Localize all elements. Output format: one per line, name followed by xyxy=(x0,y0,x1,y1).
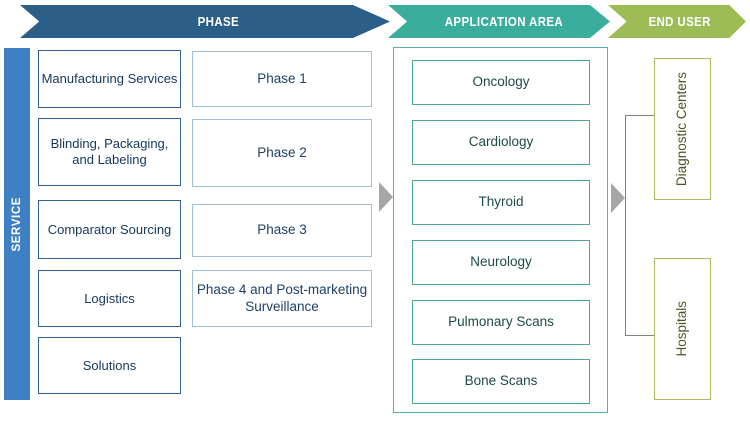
service-item-box[interactable]: Manufacturing Services xyxy=(38,50,181,108)
service-item-box[interactable]: Logistics xyxy=(38,270,181,327)
phase-item-box[interactable]: Phase 3 xyxy=(192,204,372,257)
service-sidebar: SERVICE xyxy=(4,48,30,400)
bracket-connector-spine xyxy=(625,115,627,336)
application-item-label: Cardiology xyxy=(468,134,534,150)
flow-arrow-application-to-end-user-icon xyxy=(611,183,625,213)
bracket-connector-branch-top xyxy=(625,115,655,117)
end-user-item-label: Diagnostic Centers xyxy=(674,71,690,187)
service-sidebar-label: SERVICE xyxy=(11,196,23,252)
application-item-label: Pulmonary Scans xyxy=(448,314,554,330)
phase-item-label: Phase 1 xyxy=(257,70,307,86)
end-user-item-label: Hospitals xyxy=(674,301,690,357)
application-item-label: Thyroid xyxy=(478,194,524,210)
service-item-label: Blinding, Packaging, and Labeling xyxy=(50,136,169,167)
service-item-label: Logistics xyxy=(84,290,135,306)
header-segment-application-area: APPLICATION AREA xyxy=(388,5,610,38)
service-item-label: Solutions xyxy=(82,357,137,373)
application-item-box[interactable]: Neurology xyxy=(412,240,590,285)
phase-item-box[interactable]: Phase 2 xyxy=(192,119,372,187)
end-user-item-box[interactable]: Diagnostic Centers xyxy=(654,58,711,200)
application-item-box[interactable]: Pulmonary Scans xyxy=(412,300,590,345)
phase-item-label: Phase 2 xyxy=(257,144,307,160)
service-item-label: Comparator Sourcing xyxy=(47,221,172,237)
application-item-box[interactable]: Thyroid xyxy=(412,180,590,225)
phase-item-box[interactable]: Phase 4 and Post-marketing Surveillance xyxy=(192,270,372,327)
service-item-box[interactable]: Comparator Sourcing xyxy=(38,200,181,259)
phase-item-label: Phase 3 xyxy=(257,222,307,238)
phase-item-box[interactable]: Phase 1 xyxy=(192,51,372,107)
application-item-label: Neurology xyxy=(470,254,532,270)
header-segment-end-user-label: END USER xyxy=(648,14,711,29)
header-segment-phase: PHASE xyxy=(20,5,390,38)
service-item-label: Manufacturing Services xyxy=(41,71,178,87)
application-item-box[interactable]: Oncology xyxy=(412,60,590,105)
header-segment-phase-label: PHASE xyxy=(198,14,240,29)
flow-arrow-phase-to-application-icon xyxy=(379,182,393,212)
application-item-label: Oncology xyxy=(472,74,530,90)
application-item-box[interactable]: Cardiology xyxy=(412,120,590,165)
service-item-box[interactable]: Blinding, Packaging, and Labeling xyxy=(38,118,181,186)
header-segment-application-area-label: APPLICATION AREA xyxy=(444,14,563,29)
bracket-connector-branch-bottom xyxy=(625,335,655,337)
end-user-item-box[interactable]: Hospitals xyxy=(654,258,711,400)
phase-item-label: Phase 4 and Post-marketing Surveillance xyxy=(196,282,368,314)
header-segment-end-user: END USER xyxy=(608,5,746,38)
application-item-box[interactable]: Bone Scans xyxy=(412,359,590,404)
application-item-label: Bone Scans xyxy=(464,373,538,389)
application-area-container xyxy=(393,47,608,413)
service-item-box[interactable]: Solutions xyxy=(38,337,181,394)
